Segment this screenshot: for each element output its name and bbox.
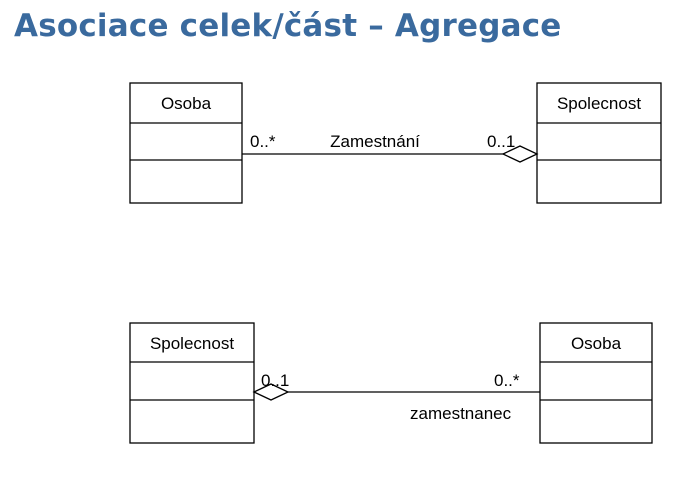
class-box-spolecnost-1[interactable]: Spolecnost [536, 82, 662, 204]
multiplicity-right: 0..1 [487, 132, 515, 151]
class-box-osoba-1[interactable]: Osoba [129, 82, 243, 204]
aggregation-diamond [501, 145, 539, 163]
multiplicity-left: 0..* [250, 132, 276, 151]
diagram-1: Osoba Spolecnost 0..* Zamestnání 0..1 [129, 82, 662, 204]
diagram-2: Spolecnost Osoba 0..1 0..* zamestnanec [129, 322, 653, 444]
multiplicity-left: 0..1 [261, 371, 289, 390]
multiplicity-right: 0..* [494, 371, 520, 390]
class-name: Spolecnost [557, 94, 641, 113]
class-name: Osoba [571, 334, 622, 353]
class-name: Spolecnost [150, 334, 234, 353]
class-name: Osoba [161, 94, 212, 113]
class-box-spolecnost-2[interactable]: Spolecnost [129, 322, 255, 444]
role-label: zamestnanec [410, 404, 512, 423]
association-label: Zamestnání [330, 132, 420, 151]
slide-title: Asociace celek/část – Agregace [14, 8, 562, 44]
class-box-osoba-2[interactable]: Osoba [539, 322, 653, 444]
